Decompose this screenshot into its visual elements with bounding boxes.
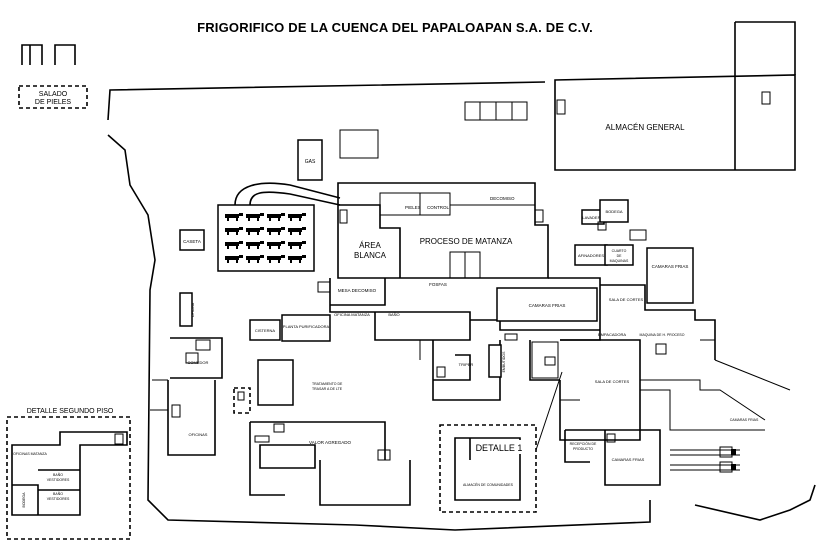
planta-purificadora-room — [281, 314, 331, 342]
cuarto-maquinas-room — [604, 244, 634, 266]
valor-agregado-label: VALOR AGREGADO — [309, 440, 351, 445]
camaras-frias-mid — [496, 287, 598, 322]
cisterna-label: CISTERNA — [255, 328, 276, 333]
cow-icon — [288, 241, 306, 249]
salado-label: SALADO — [39, 91, 68, 98]
proceso-matanza-label: PROCESO DE MATANZA — [420, 237, 513, 246]
oficina-room — [179, 292, 193, 327]
sala-cortes-room — [529, 339, 641, 441]
fosfas-label: FOSFAS — [429, 282, 447, 287]
empacadora-label: EMPACADORA — [598, 332, 626, 337]
comedor-room — [170, 337, 223, 379]
recepcion-building — [564, 429, 661, 486]
decomiso-label: DECOMISO — [490, 196, 515, 201]
bano-vest-1b: VESTIDORES — [47, 478, 70, 482]
camaras-frias-right-label: CAMARAS FRIAS — [652, 264, 689, 269]
bodega-label: BODEGA — [605, 209, 622, 214]
comedor-label: COMEDOR — [188, 360, 209, 365]
bodega-room — [599, 199, 629, 223]
camaras-frias-mid-label: CAMARAS FRIAS — [529, 303, 566, 308]
caseta-room — [179, 229, 205, 251]
bano-vest-2a: BAÑO — [53, 491, 63, 496]
cuarto-label-2: DE — [617, 254, 623, 258]
cow-icon — [225, 255, 243, 263]
salado-pieles-room — [18, 85, 88, 109]
bano-vest-1a: BAÑO — [53, 472, 63, 477]
recepcion-label-1: RECEPCIÓN DE — [570, 441, 597, 446]
cisterna-room — [249, 319, 281, 341]
cow-icon — [288, 227, 306, 235]
tratamiento-label-2: TRASAR A DE LTE — [312, 387, 343, 391]
sala-cortes-top-label: SALA DE CORTES — [609, 297, 644, 302]
detalle-segundo-piso-label: DETALLE SEGUNDO PISO — [27, 408, 114, 415]
planta-purificadora-label: PLANTA PURIFICADORA — [283, 324, 330, 329]
recepcion-label-2: PRODUCTO — [573, 447, 593, 451]
valor-agregado-building — [249, 421, 411, 506]
oficinas-matanza-label: OFICINAS MATANZA — [13, 452, 47, 456]
cow-icon — [267, 241, 285, 249]
cow-icon — [225, 213, 243, 221]
detalle-segundo-piso-area — [6, 416, 131, 540]
cow-icon — [288, 255, 306, 263]
oficina-matanza-label: OFICINA MATANZA — [334, 312, 370, 317]
cow-icon — [267, 213, 285, 221]
page-title: FRIGORIFICO DE LA CUENCA DEL PAPALOAPAN … — [197, 20, 593, 35]
detalle-1-area — [439, 424, 537, 513]
tratamiento-label-1: TRATAMIENTO DE — [312, 382, 343, 386]
area-label: ÁREA — [359, 241, 381, 250]
pieles-room-label: PIELES — [405, 205, 421, 210]
camaras-frias-right — [646, 247, 694, 304]
truck-icons — [670, 446, 740, 473]
cow-icon — [267, 227, 285, 235]
cow-icon — [246, 241, 264, 249]
sala-cortes-mid-label: SALA DE CORTES — [595, 379, 630, 384]
perimeter-wall — [107, 81, 816, 531]
gas-room — [297, 139, 323, 181]
main-process-building — [337, 182, 549, 279]
top-boxes — [464, 101, 528, 121]
cow-icon — [267, 255, 285, 263]
almacen-comunidades-label: ALMACÉN DE COMUNIDADES — [463, 482, 514, 487]
bano-vest-2b: VESTIDORES — [47, 497, 70, 501]
cuarto-label-1: CUARTO — [612, 249, 627, 253]
cow-icon — [225, 227, 243, 235]
blanca-label: BLANCA — [354, 251, 387, 260]
tratamiento-room — [257, 359, 294, 406]
detalle-leader-line — [535, 371, 563, 451]
mesa-decomiso-label: MESA DECOMISO — [338, 288, 377, 293]
oficinas-building — [167, 380, 216, 456]
detalle-1-label: DETALLE 1 — [476, 443, 523, 453]
embutidos-label: EMBUTIDOS — [502, 351, 506, 372]
bodega-small-label: BODEGA — [22, 492, 26, 508]
second-floor-plan — [11, 431, 128, 516]
cow-icon — [246, 213, 264, 221]
oficinas-label: OFICINAS — [189, 432, 208, 437]
control-label: CONTROL — [427, 205, 449, 210]
cow-icon — [246, 227, 264, 235]
caseta-label: CASETA — [183, 239, 201, 244]
almacen-general-building — [554, 74, 796, 171]
lavadero-label: LAVADERO — [582, 215, 603, 220]
tratamiento-detail — [233, 387, 251, 414]
cow-icon — [288, 213, 306, 221]
ramp-path — [234, 182, 341, 206]
cattle-icons — [225, 213, 306, 263]
oficina-label: OFICINA — [191, 302, 195, 317]
camaras-frias-bottom-label: CAMARAS FRIAS — [612, 457, 645, 462]
camaras-frias-lower-label: CAMARAS FRIAS — [730, 418, 759, 422]
embutidos-room — [488, 344, 502, 378]
bano-label: BAÑO — [388, 312, 399, 317]
almacen-general-label: ALMACÉN GENERAL — [605, 123, 685, 132]
gas-label: GAS — [305, 159, 316, 165]
cow-icon — [225, 241, 243, 249]
afinadores-label: AFINADORES — [578, 253, 604, 258]
triper-label: TRIPER — [459, 362, 474, 367]
maquina-hielo-label: MAQUINA DE H. PROCESO — [640, 333, 685, 337]
cow-icon — [246, 255, 264, 263]
gate-structure — [21, 44, 76, 65]
pieles-label: DE PIELES — [35, 99, 72, 106]
cuarto-label-3: MAQUINAS — [610, 259, 629, 263]
